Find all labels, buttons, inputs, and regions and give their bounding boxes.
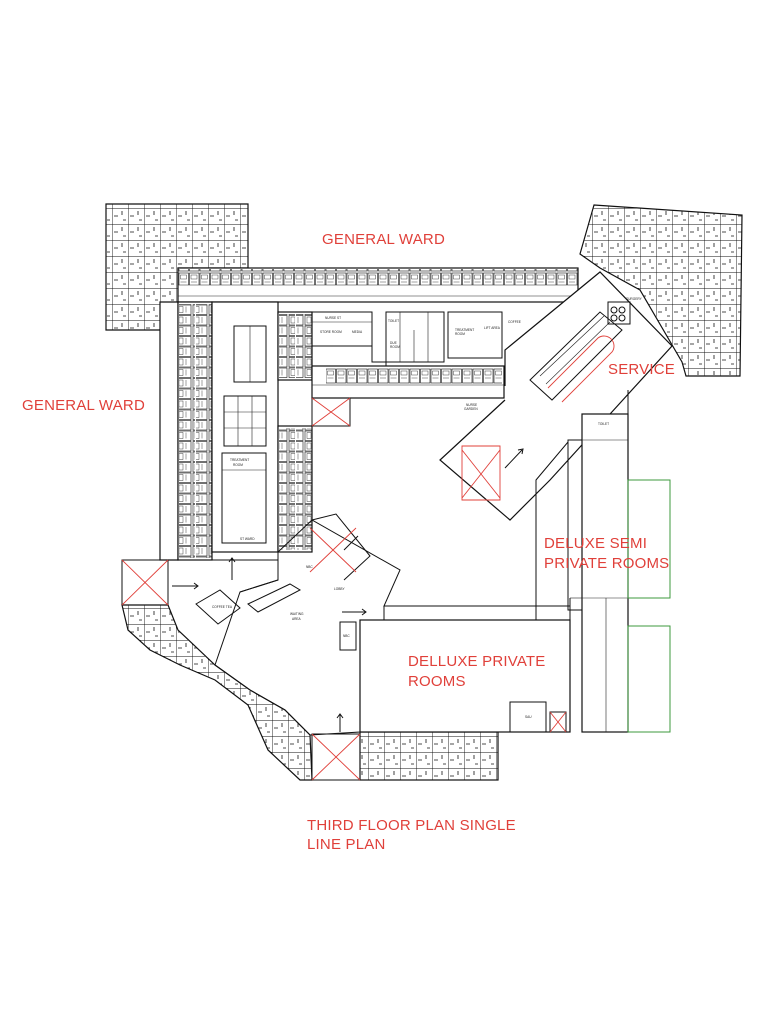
deluxe-private-label-line1: DELLUXE PRIVATE xyxy=(408,653,546,670)
top-ward-wing xyxy=(177,267,579,303)
svg-text:COFFEE TEA: COFFEE TEA xyxy=(212,605,233,609)
outer-walls xyxy=(159,302,570,620)
svg-text:MEDIA: MEDIA xyxy=(352,330,363,334)
deluxe-private-label-line2: ROOMS xyxy=(408,673,466,690)
deluxe-semi-label-line2: PRIVATE ROOMS xyxy=(544,555,670,572)
svg-text:SURGERY: SURGERY xyxy=(626,297,643,301)
deluxe-private-block: SAU xyxy=(359,619,571,733)
svg-text:TREATMENT: TREATMENT xyxy=(230,458,249,462)
svg-text:TOILET: TOILET xyxy=(388,319,399,323)
inner-core: TREATMENT ROOM ST WARD xyxy=(211,301,279,553)
svg-text:ROOM: ROOM xyxy=(390,345,400,349)
general-ward-left-label: GENERAL WARD xyxy=(22,397,145,414)
deluxe-semi-block: TOILET xyxy=(535,390,671,733)
svg-text:LOBBY: LOBBY xyxy=(334,587,346,591)
service-wing: SURGERY xyxy=(439,271,673,521)
svg-text:NBC: NBC xyxy=(343,634,350,638)
caption-line2: LINE PLAN xyxy=(307,836,386,853)
svg-text:GARDEN: GARDEN xyxy=(464,407,478,411)
svg-text:COFFEE: COFFEE xyxy=(508,320,521,324)
svg-text:DUE: DUE xyxy=(390,341,397,345)
svg-text:STORE ROOM: STORE ROOM xyxy=(320,330,342,334)
svg-text:WAITING: WAITING xyxy=(290,612,304,616)
deluxe-semi-label-line1: DELUXE SEMI xyxy=(544,535,648,552)
svg-text:TREATMENT: TREATMENT xyxy=(455,328,474,332)
svg-text:SAU: SAU xyxy=(525,715,532,719)
svg-text:ROOM: ROOM xyxy=(455,332,465,336)
svg-text:NURSE: NURSE xyxy=(466,403,477,407)
general-ward-top-label: GENERAL WARD xyxy=(322,231,445,248)
entrance-stair xyxy=(311,733,361,781)
svg-text:NBC: NBC xyxy=(306,565,313,569)
left-ward-wing xyxy=(159,301,213,561)
middle-bed-band: NURSE GARDEN xyxy=(311,365,505,427)
svg-text:ST WARD: ST WARD xyxy=(240,537,255,541)
svg-text:NURSE ST: NURSE ST xyxy=(325,316,341,320)
terrace-top-right xyxy=(579,204,743,377)
inner-bed-columns xyxy=(277,311,313,553)
service-label: SERVICE xyxy=(608,361,675,378)
terrace-bottom-left xyxy=(121,604,313,781)
caption-line1: THIRD FLOOR PLAN SINGLE xyxy=(307,817,516,834)
terrace-bottom-strip xyxy=(359,731,499,781)
central-service-block: NURSE ST STORE ROOM MEDIA TOILET DUE ROO… xyxy=(311,311,521,367)
svg-text:TOILET: TOILET xyxy=(598,422,609,426)
svg-text:LIFT AREA: LIFT AREA xyxy=(484,326,501,330)
svg-text:ROOM: ROOM xyxy=(233,463,243,467)
svg-text:AREA: AREA xyxy=(292,617,302,621)
